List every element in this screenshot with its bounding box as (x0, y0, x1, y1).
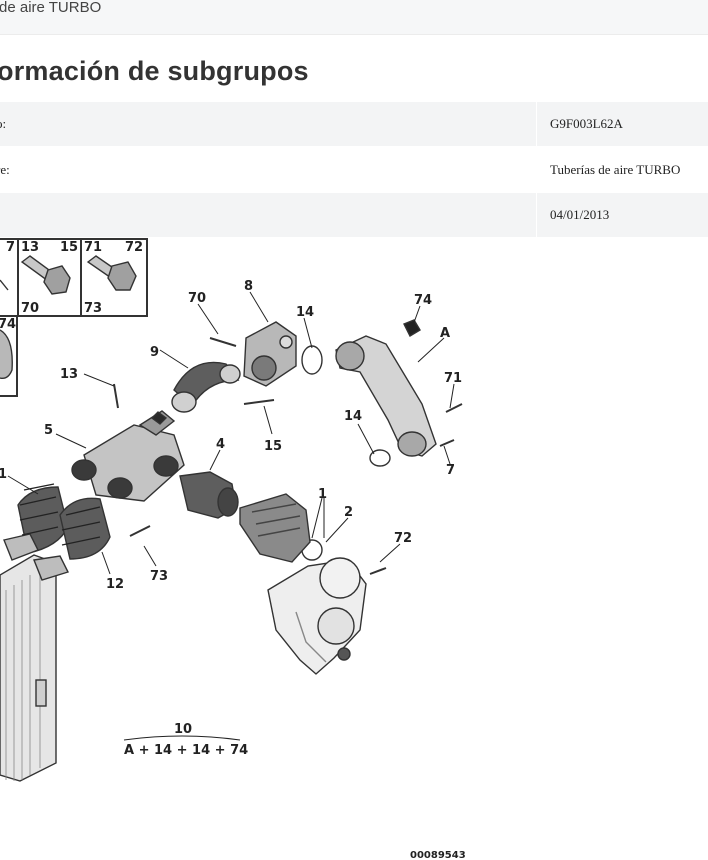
callout-74: 74 (414, 293, 432, 308)
callout-11: 1 (0, 467, 7, 482)
inset-label-13: 13 (21, 240, 39, 255)
column-separator (536, 193, 537, 237)
intake-manifold (71, 410, 185, 502)
inset-label-15: 15 (60, 240, 78, 255)
callout-a: A (440, 326, 450, 341)
air-pipe-a (335, 319, 437, 457)
callout-4: 4 (216, 437, 225, 452)
callout-14-b: 14 (344, 409, 362, 424)
page-title: ormación de subgrupos (0, 56, 309, 86)
hardware-inset (0, 238, 148, 397)
info-row-date: : 04/01/2013 (0, 193, 708, 237)
callout-2: 2 (344, 505, 353, 520)
o-ring-14-lower (369, 449, 391, 467)
connector-1 (239, 493, 311, 563)
info-value-name: Tuberías de aire TURBO (550, 162, 681, 177)
intercooler (0, 554, 57, 782)
callout-70: 70 (188, 291, 206, 306)
breadcrumb[interactable]: de aire TURBO (0, 0, 102, 16)
callout-8: 8 (244, 279, 253, 294)
info-row-code: o: G9F003L62A (0, 102, 708, 146)
o-ring-14-upper (301, 345, 323, 375)
image-reference: 00089543 (410, 850, 466, 860)
pipe-4 (179, 471, 239, 519)
callout-13: 13 (60, 367, 78, 382)
info-label-code: o: (0, 116, 7, 131)
info-value-code: G9F003L62A (550, 116, 623, 131)
callout-1: 1 (318, 487, 327, 502)
inset-label-73: 73 (84, 301, 102, 316)
turbocharger (267, 557, 367, 675)
inset-label-7: 7 (6, 240, 15, 255)
info-value-date: 04/01/2013 (550, 207, 610, 222)
callout-5: 5 (44, 423, 53, 438)
inset-label-72: 72 (125, 240, 143, 255)
inset-label-71: 71 (84, 240, 102, 255)
kit-number: 10 (174, 722, 192, 737)
column-separator (536, 102, 537, 146)
callout-12: 12 (106, 577, 124, 592)
pipe-9 (171, 361, 241, 413)
info-label-name: re: (0, 162, 10, 177)
callout-71: 71 (444, 371, 462, 386)
kit-formula: A + 14 + 14 + 74 (124, 743, 248, 758)
inset-label-74: 74 (0, 317, 16, 332)
callout-7: 7 (446, 463, 455, 478)
inset-label-70: 70 (21, 301, 39, 316)
callout-14: 14 (296, 305, 314, 320)
hose-1 (3, 483, 69, 561)
info-row-name: re: Tuberías de aire TURBO (0, 148, 708, 192)
callout-73: 73 (150, 569, 168, 584)
callout-15: 15 (264, 439, 282, 454)
callout-9: 9 (150, 345, 159, 360)
parts-diagram: 70 8 14 74 A 9 13 71 5 4 14 15 7 1 2 72 … (0, 238, 466, 860)
hose-12 (33, 497, 111, 581)
breadcrumb-bar: de aire TURBO (0, 0, 708, 35)
callout-72: 72 (394, 531, 412, 546)
throttle-body (243, 321, 297, 387)
